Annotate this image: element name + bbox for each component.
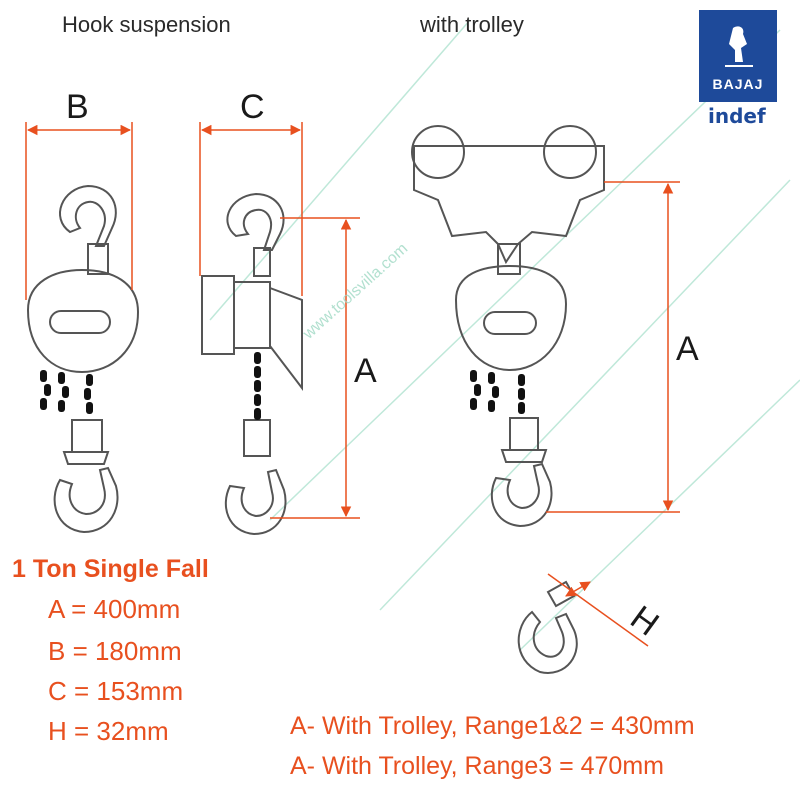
dimension-b bbox=[25, 122, 133, 300]
trolley-note: A- With Trolley, Range1&2 = 430mm bbox=[290, 712, 695, 740]
spec-line: C = 153mm bbox=[48, 676, 184, 706]
spec-line: B = 180mm bbox=[48, 636, 182, 666]
rider-emblem-icon bbox=[725, 26, 753, 67]
dimension-label-c: C bbox=[240, 88, 265, 126]
dimension-label-a-trolley: A bbox=[676, 330, 699, 368]
chain-front bbox=[40, 370, 93, 414]
view-title-hook-suspension: Hook suspension bbox=[62, 12, 231, 37]
dimension-h bbox=[547, 573, 649, 647]
dimension-label-b: B bbox=[66, 88, 89, 126]
brand-name: BAJAJ bbox=[712, 76, 764, 92]
hoist-front-view bbox=[26, 184, 140, 534]
spec-heading: 1 Ton Single Fall bbox=[12, 555, 209, 583]
trolley-note: A- With Trolley, Range3 = 470mm bbox=[290, 752, 664, 780]
view-title-with-trolley: with trolley bbox=[420, 12, 524, 37]
dimension-a-trolley bbox=[546, 181, 680, 513]
dimension-label-a-hook: A bbox=[354, 352, 377, 390]
hoist-side-view bbox=[201, 192, 303, 536]
chain-side bbox=[254, 352, 261, 420]
dimension-a-hook bbox=[270, 217, 360, 519]
spec-line: H = 32mm bbox=[48, 716, 169, 746]
spec-line: A = 400mm bbox=[48, 594, 181, 624]
hoist-trolley-view bbox=[411, 125, 605, 528]
dimension-c bbox=[199, 122, 303, 296]
brand-sub: indef bbox=[708, 104, 766, 128]
watermark-lines bbox=[209, 19, 800, 651]
bajaj-logo: BAJAJ bbox=[699, 10, 777, 102]
chain-trolley bbox=[470, 370, 525, 414]
